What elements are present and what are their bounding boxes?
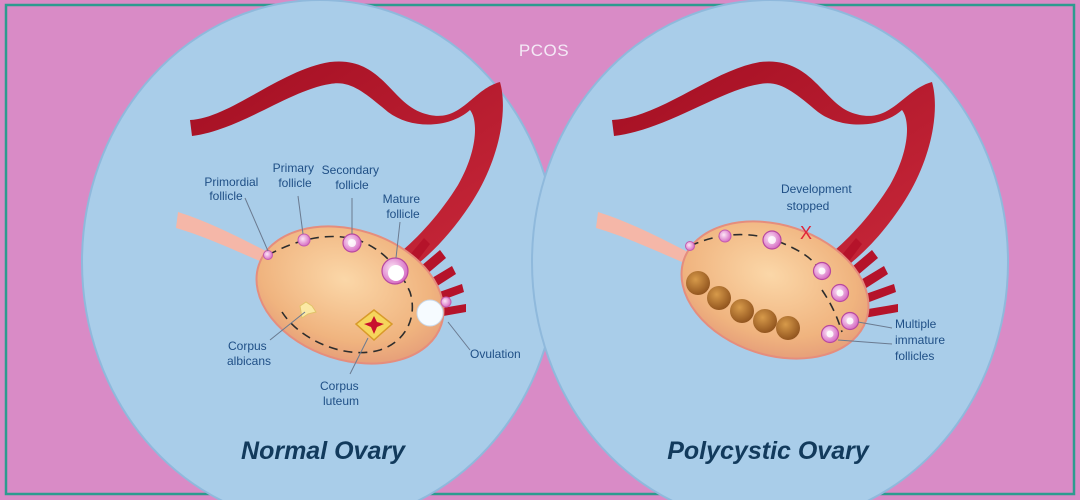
normal-ovary-title: Normal Ovary: [241, 437, 406, 465]
polycystic-ovary-panel: Development stopped X Multiple immature …: [532, 0, 1008, 500]
mature-follicle-antrum: [388, 265, 404, 281]
ovulation-label: Ovulation: [470, 347, 521, 361]
luteum-label: Corpus luteum: [320, 379, 362, 408]
cyst: [707, 286, 731, 310]
primary-label: Primary follicle: [273, 161, 318, 190]
primary-follicle: [298, 234, 310, 246]
secondary-follicle-core: [348, 239, 356, 247]
cyst: [686, 271, 710, 295]
pco-secondary-follicle-core: [768, 236, 776, 244]
cyst: [753, 309, 777, 333]
polycystic-ovary-title: Polycystic Ovary: [667, 437, 870, 465]
pco-primordial-follicle: [686, 242, 695, 251]
mature-label: Mature follicle: [383, 192, 424, 221]
pco-primary-follicle: [719, 230, 731, 242]
albicans-label: Corpus albicans: [227, 339, 271, 368]
ovulated-egg: [441, 297, 451, 307]
normal-ovary-panel: Primordial follicle Primary follicle Sec…: [82, 0, 558, 500]
primordial-follicle: [264, 251, 273, 260]
cyst: [776, 316, 800, 340]
ovulation-bubble: [417, 300, 443, 326]
cyst: [730, 299, 754, 323]
diagram-title: PCOS: [519, 41, 569, 60]
development-stopped-x-mark: X: [800, 223, 812, 243]
